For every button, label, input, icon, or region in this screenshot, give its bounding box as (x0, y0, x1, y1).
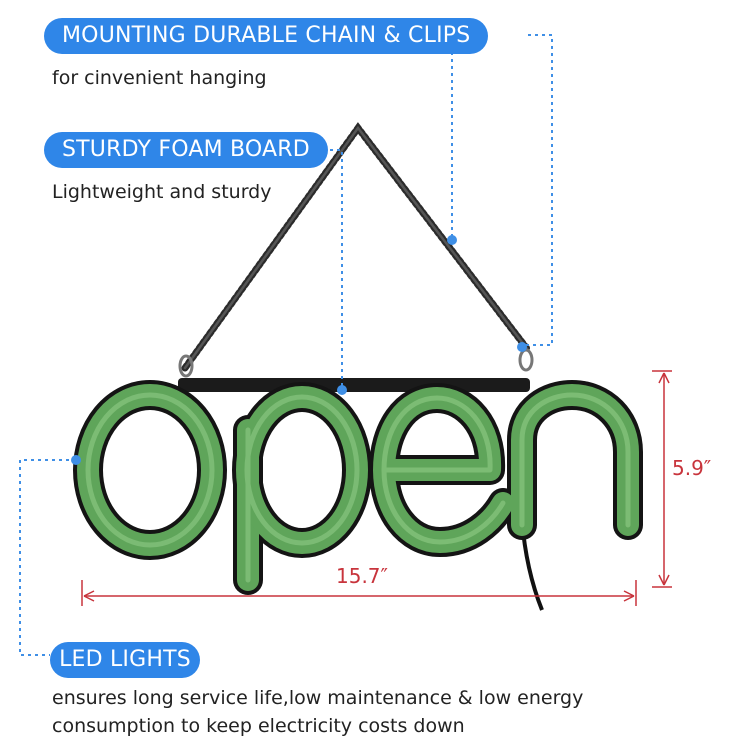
led-feature-description-line-2: consumption to keep electricity costs do… (52, 715, 465, 737)
height-dimension-label: 5.9″ (672, 456, 712, 480)
height-dimension-line (652, 370, 672, 588)
open-neon-letters (73, 380, 643, 595)
led-feature-label: LED LIGHTS (50, 642, 200, 678)
foam-feature-label: STURDY FOAM BOARD (44, 132, 328, 168)
callout-leader-lines (19, 34, 553, 656)
width-dimension-line (81, 580, 637, 606)
foam-board-bar (178, 378, 530, 392)
led-feature-description-line-1: ensures long service life,low maintenanc… (52, 687, 584, 709)
chain-clip-right (518, 348, 534, 372)
hanging-chain (181, 122, 532, 372)
chain-feature-label: MOUNTING DURABLE CHAIN & CLIPS (44, 18, 489, 54)
chain-feature-description: for cinvenient hanging (52, 67, 267, 89)
foam-feature-description: Lightweight and sturdy (52, 181, 272, 203)
chain-clip-left (178, 354, 194, 378)
callout-dots (71, 235, 527, 465)
width-dimension-label: 15.7″ (336, 564, 389, 588)
